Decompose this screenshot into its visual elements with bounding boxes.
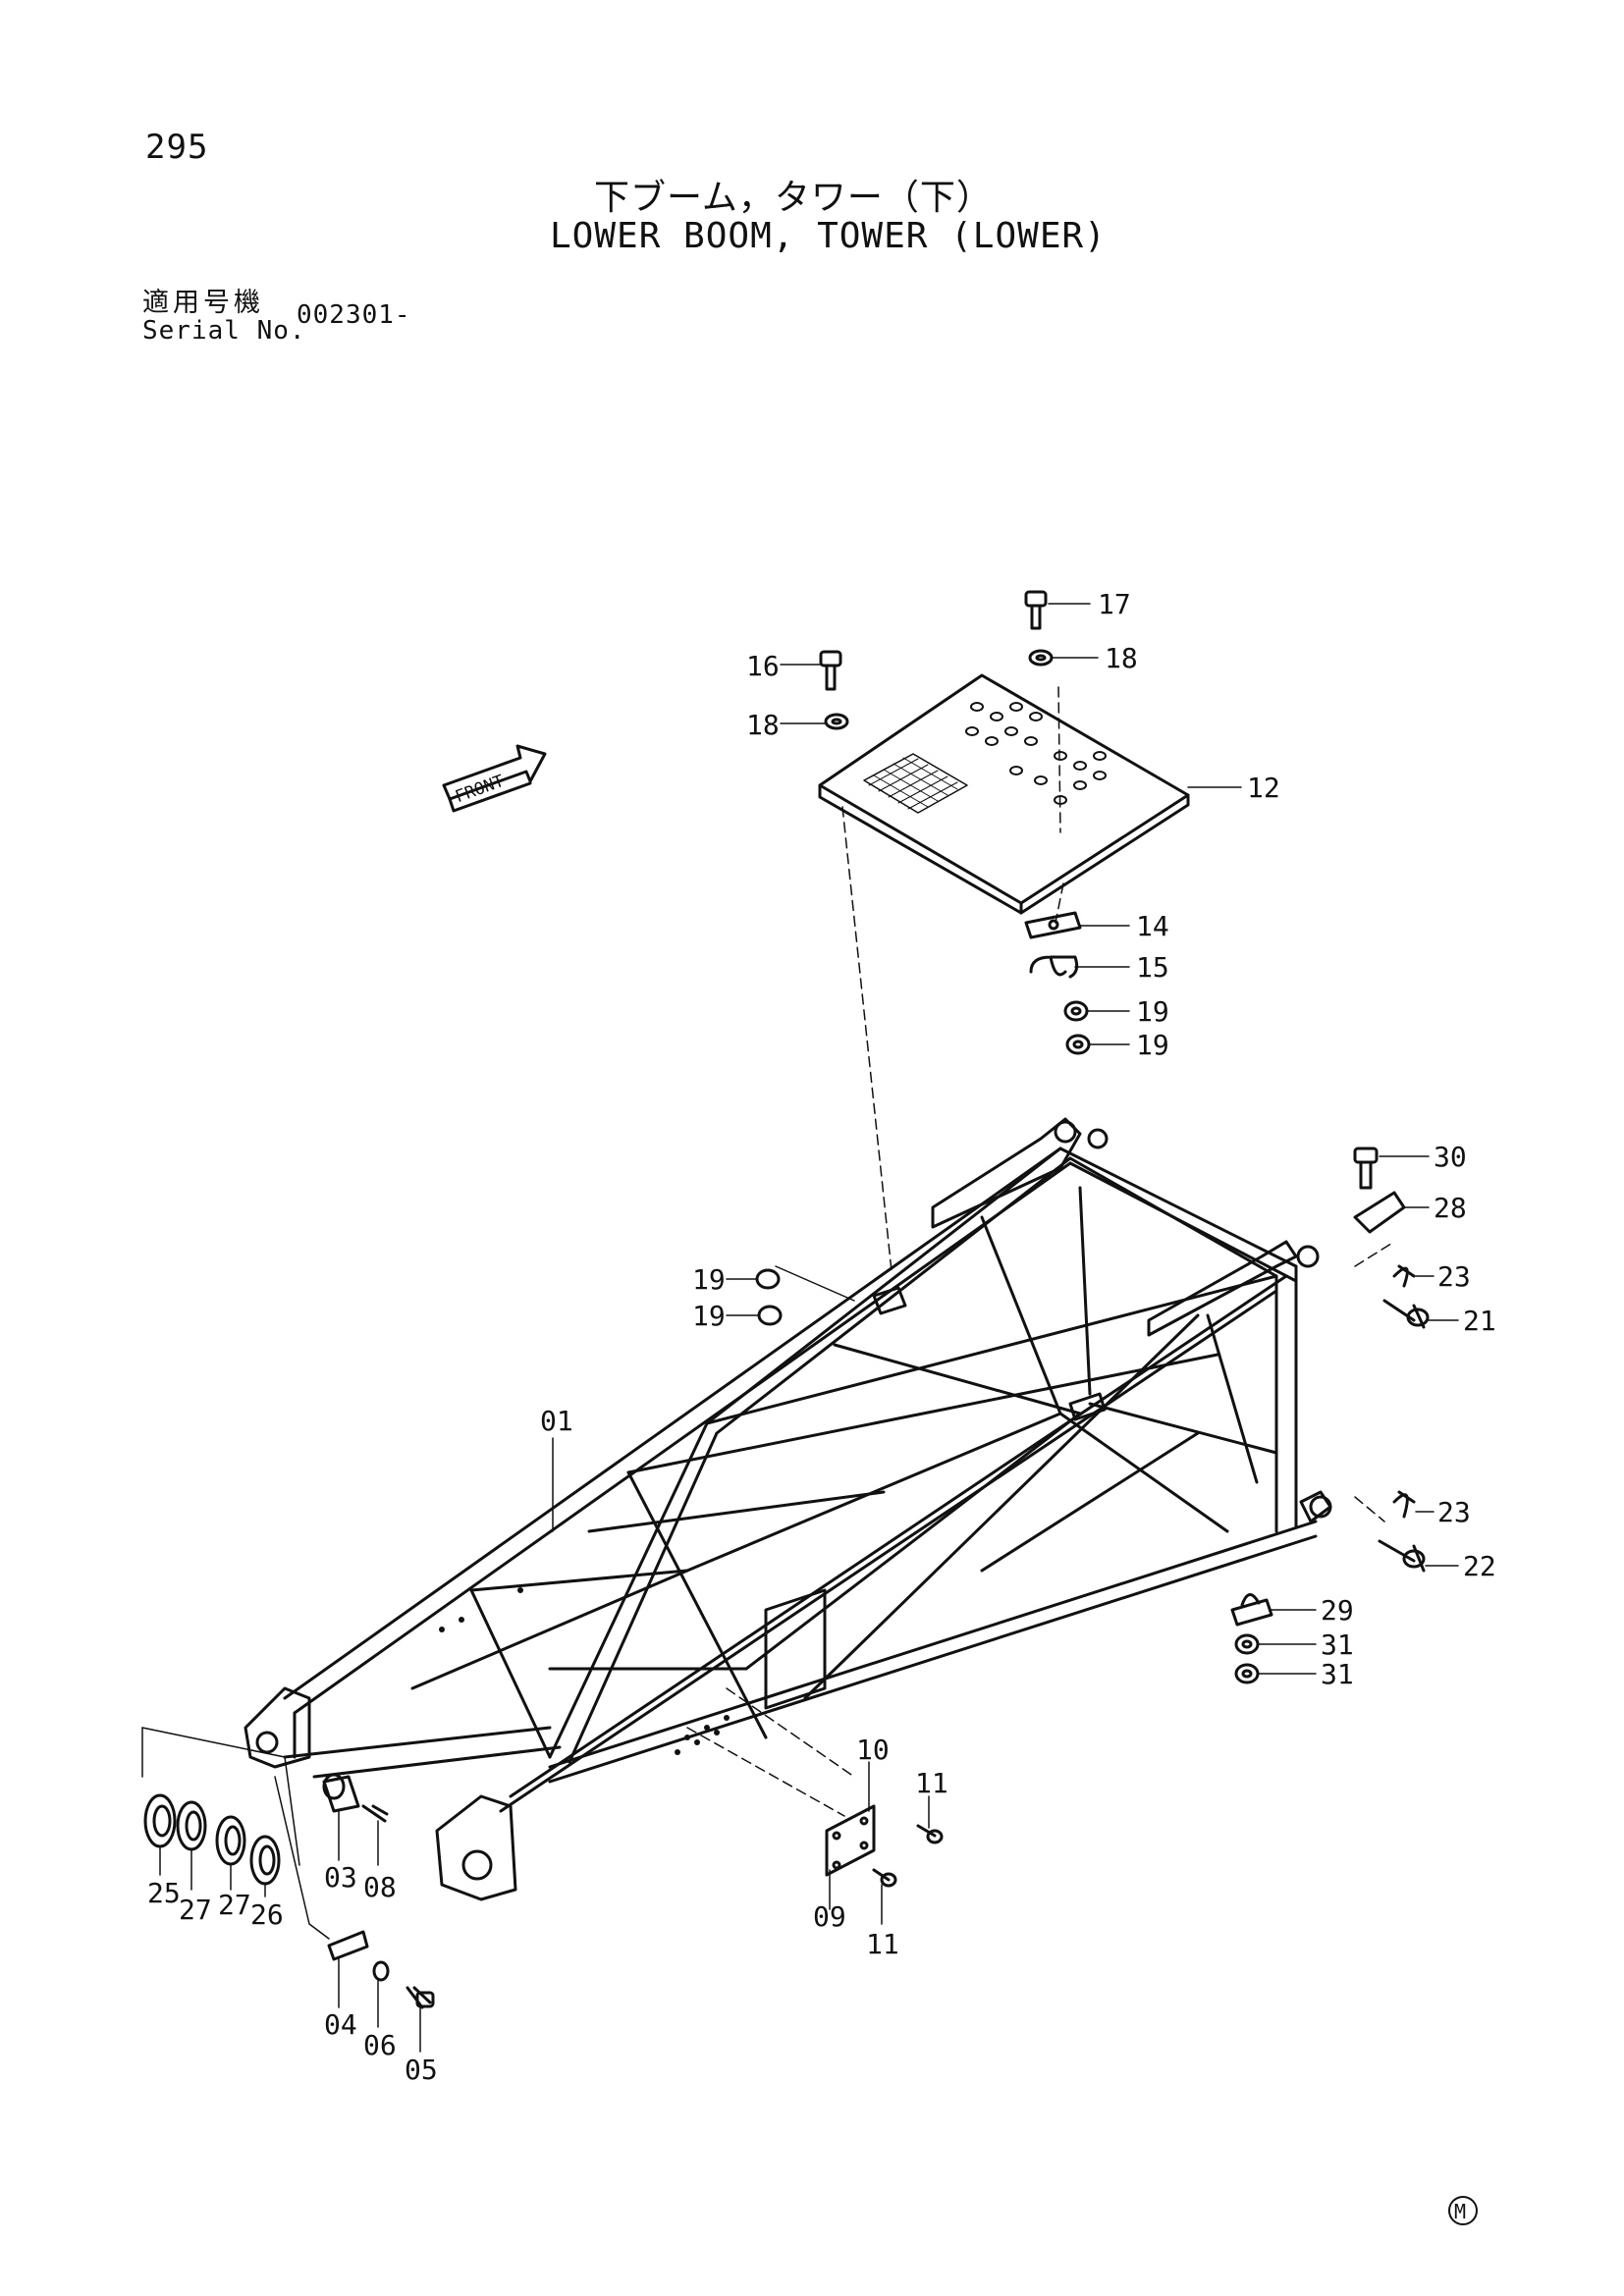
- m-mark-label: M: [1454, 2200, 1466, 2223]
- callout-19-b: 19: [1136, 1029, 1169, 1061]
- washer-06: [372, 1960, 390, 1982]
- pin-21: [1382, 1299, 1430, 1329]
- nut-19-c: [755, 1268, 781, 1290]
- front-arrow-icon: FRONT: [442, 744, 547, 813]
- title-english: LOWER BOOM, TOWER (LOWER): [550, 216, 1107, 256]
- washer-25: [143, 1793, 177, 1848]
- plate-04: [327, 1930, 369, 1961]
- callout-28: 28: [1434, 1192, 1467, 1224]
- nut-19-a: [1063, 1000, 1089, 1022]
- nut-19-b: [1065, 1034, 1091, 1055]
- nut-19-d: [757, 1305, 783, 1326]
- bracket-28: [1353, 1191, 1406, 1234]
- callout-19-a: 19: [1136, 995, 1169, 1028]
- bolt-05: [406, 1986, 435, 2009]
- m-mark-icon: M: [1448, 2196, 1478, 2225]
- pin-22: [1378, 1539, 1426, 1573]
- pin-03: [322, 1773, 360, 1813]
- screw-11-a: [916, 1824, 944, 1844]
- callout-04: 04: [324, 2008, 357, 2041]
- callout-27-a: 27: [179, 1894, 212, 1926]
- callout-18-right: 18: [1105, 642, 1138, 674]
- callout-23-bottom: 23: [1437, 1496, 1471, 1528]
- washer-18-right: [1028, 649, 1054, 667]
- bolt-17: [1024, 590, 1048, 630]
- lower-boom-lattice: [244, 1117, 1332, 1901]
- callout-19-d: 19: [692, 1300, 726, 1332]
- callout-30: 30: [1434, 1141, 1467, 1173]
- callout-31-a: 31: [1321, 1629, 1354, 1661]
- screw-11-b: [872, 1868, 897, 1888]
- callout-31-b: 31: [1321, 1658, 1354, 1690]
- washer-27-a: [176, 1800, 207, 1851]
- nut-31-b: [1234, 1663, 1260, 1684]
- washer-27-b: [215, 1815, 246, 1866]
- callout-22: 22: [1463, 1550, 1496, 1582]
- washer-18-left: [824, 713, 849, 730]
- clip-23-top: [1392, 1264, 1416, 1288]
- callout-12: 12: [1247, 772, 1280, 804]
- washer-26: [249, 1835, 281, 1886]
- page-number: 295: [145, 128, 209, 167]
- callout-01: 01: [540, 1405, 573, 1437]
- nameplate-10: [825, 1804, 876, 1877]
- title-japanese: 下ブーム，タワー（下）: [594, 178, 993, 218]
- callout-16: 16: [746, 650, 780, 682]
- callout-18-left: 18: [746, 709, 780, 741]
- serial-label-japanese: 適用号機: [142, 288, 264, 318]
- callout-26: 26: [250, 1898, 284, 1931]
- callout-17: 17: [1098, 588, 1131, 620]
- callout-25: 25: [147, 1877, 181, 1909]
- callout-05: 05: [405, 2054, 438, 2086]
- callout-10: 10: [856, 1734, 890, 1766]
- clip-23-bottom: [1392, 1490, 1416, 1519]
- bolt-16: [819, 650, 842, 691]
- callout-11-a: 11: [915, 1767, 948, 1799]
- serial-label-english: Serial No.: [142, 316, 306, 346]
- callout-09: 09: [813, 1900, 846, 1933]
- serial-number-value: 002301-: [297, 300, 411, 330]
- callout-15: 15: [1136, 951, 1169, 984]
- callout-19-c: 19: [692, 1263, 726, 1296]
- callout-29: 29: [1321, 1594, 1354, 1627]
- clamp-15: [1029, 955, 1079, 979]
- callout-11-b: 11: [866, 1928, 899, 1960]
- callout-14: 14: [1136, 910, 1169, 942]
- callout-08: 08: [363, 1871, 397, 1903]
- clamp-29: [1230, 1593, 1273, 1627]
- callout-06: 06: [363, 2029, 397, 2061]
- bolt-30: [1353, 1147, 1379, 1190]
- nut-31-a: [1234, 1633, 1260, 1655]
- grease-nipple-08: [361, 1804, 389, 1823]
- platform-plate: [818, 673, 1190, 915]
- plate-14: [1024, 911, 1082, 939]
- callout-21: 21: [1463, 1305, 1496, 1337]
- callout-23-top: 23: [1437, 1260, 1471, 1293]
- callout-03: 03: [324, 1861, 357, 1894]
- callout-27-b: 27: [218, 1889, 251, 1921]
